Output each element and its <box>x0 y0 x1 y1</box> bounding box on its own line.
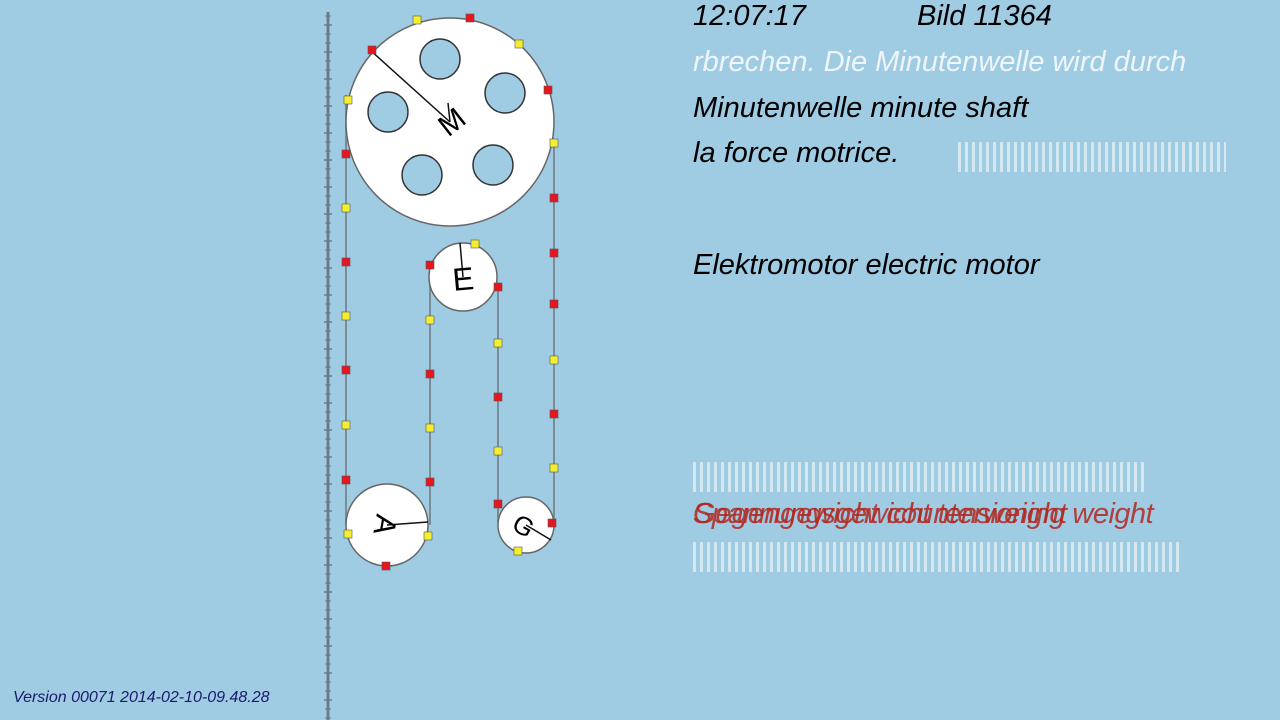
chain-link <box>493 499 503 509</box>
chain-link <box>547 518 557 528</box>
wheel-m-hole <box>419 38 461 80</box>
chain-link <box>341 420 351 430</box>
chain-link <box>425 423 435 433</box>
wheel-g: G <box>497 496 555 554</box>
chain-link <box>549 193 559 203</box>
chain-link <box>341 149 351 159</box>
chain-link <box>493 446 503 456</box>
wheel-m: M <box>345 17 555 227</box>
chain-link <box>423 531 433 541</box>
chain-link <box>343 529 353 539</box>
chain-link <box>549 409 559 419</box>
transition-artifact <box>693 542 1183 572</box>
chain-links <box>341 13 559 571</box>
chain-link <box>549 299 559 309</box>
chain-link <box>341 475 351 485</box>
wheel-e-label: E <box>451 260 475 298</box>
chain-link <box>341 203 351 213</box>
chain-link <box>425 260 435 270</box>
chain-link <box>549 463 559 473</box>
clock-time: 12:07:17 <box>693 0 806 32</box>
chain-link <box>543 85 553 95</box>
chain-link <box>549 355 559 365</box>
chain-link <box>425 477 435 487</box>
scale-ruler-ticks <box>324 15 332 719</box>
transition-artifact <box>958 142 1226 172</box>
wheel-a: A <box>345 483 429 567</box>
chain-link <box>549 248 559 258</box>
chain-link <box>514 39 524 49</box>
wheel-m-hole <box>472 144 514 186</box>
chain-link <box>412 15 422 25</box>
version-stamp: Version 00071 2014-02-10-09.48.28 <box>13 689 270 706</box>
chain-link <box>493 282 503 292</box>
chain-link <box>425 369 435 379</box>
wheel-m-hole <box>484 72 526 114</box>
chain-link <box>549 138 559 148</box>
chain-link <box>493 392 503 402</box>
chain-link <box>341 365 351 375</box>
scrolling-text-line: rbrechen. Die Minutenwelle wird durch <box>693 46 1187 78</box>
chain-link <box>343 95 353 105</box>
chain-link <box>367 45 377 55</box>
chain-link <box>425 315 435 325</box>
chain-link <box>465 13 475 23</box>
minute-shaft-label: Minutenwelle minute shaft <box>693 92 1029 124</box>
electric-motor-label: Elektromotor electric motor <box>693 249 1040 281</box>
counterweight-overlay-label: Gegengewicht counterweight <box>693 498 1068 530</box>
chain-link <box>513 546 523 556</box>
chain-link <box>493 338 503 348</box>
tensioning-weight-label: Spannungsgewicht tensioning weight <box>693 498 1154 530</box>
chain-link <box>341 311 351 321</box>
wheel-m-hole <box>401 154 443 196</box>
chain-link <box>381 561 391 571</box>
transition-artifact <box>693 462 1148 492</box>
wheel-m-hole <box>367 91 409 133</box>
frame-number: Bild 11364 <box>917 0 1052 32</box>
chain-link <box>470 239 480 249</box>
force-label: la force motrice. <box>693 137 900 169</box>
chain-link <box>341 257 351 267</box>
wheel-e: E <box>428 242 498 312</box>
